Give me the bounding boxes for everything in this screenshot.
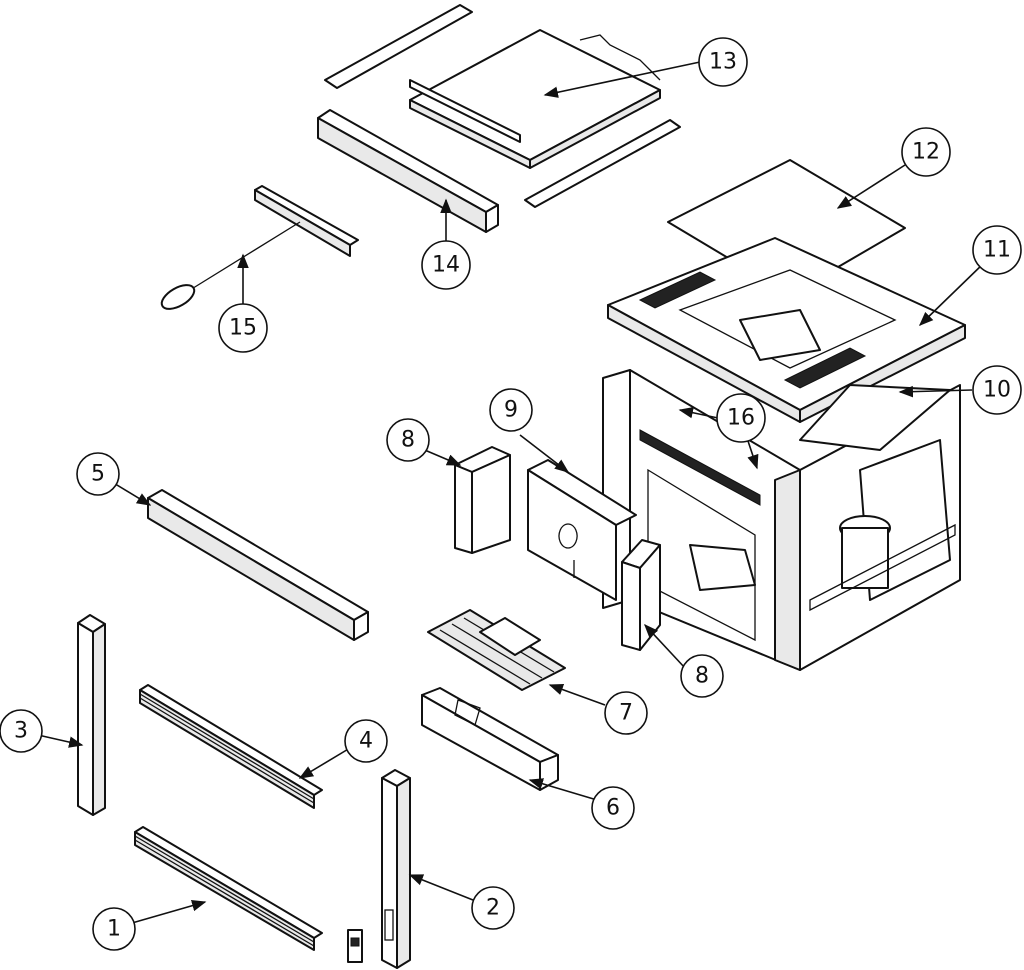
- leader-lines: [37, 61, 986, 926]
- callout-3: 3: [0, 709, 43, 753]
- callout-10: 10: [972, 365, 1022, 415]
- callout-7-label: 7: [619, 701, 633, 726]
- part-9-front-panel: [527, 459, 637, 601]
- part-6-tray: [421, 687, 559, 791]
- callout-16: 16: [716, 393, 766, 443]
- callout-13-label: 13: [709, 50, 737, 75]
- callout-4-label: 4: [359, 729, 373, 754]
- callout-6-label: 6: [606, 796, 620, 821]
- callout-1-label: 1: [107, 917, 121, 942]
- callout-1: 1: [92, 907, 136, 951]
- callout-9-label: 9: [504, 398, 518, 423]
- callout-8-right: 8: [680, 654, 724, 698]
- part-4-grooved-rail: [139, 684, 323, 809]
- callout-2: 2: [471, 886, 515, 930]
- callout-6: 6: [591, 786, 635, 830]
- callout-12-label: 12: [912, 140, 940, 165]
- callout-2-label: 2: [486, 896, 500, 921]
- part-15-handle-tool: [160, 185, 359, 310]
- callout-9: 9: [489, 388, 533, 432]
- callout-11: 11: [972, 225, 1022, 275]
- callout-14: 14: [421, 240, 471, 290]
- main-body-assembly: [602, 369, 961, 671]
- part-8-left-side-block: [454, 446, 511, 554]
- callout-15-label: 15: [229, 316, 257, 341]
- callout-16-label: 16: [727, 406, 755, 431]
- callout-5: 5: [76, 452, 120, 496]
- callout-15: 15: [218, 303, 268, 353]
- callout-14-label: 14: [432, 253, 460, 278]
- part-13-top-cover: [324, 4, 681, 208]
- callout-11-label: 11: [983, 238, 1011, 263]
- callout-8-left: 8: [386, 418, 430, 462]
- part-2-right-post: [381, 769, 411, 969]
- part-5-top-bar: [147, 489, 369, 641]
- part-1-bottom-rail: [134, 826, 323, 951]
- callout-8-left-label: 8: [401, 428, 415, 453]
- callout-12: 12: [901, 127, 951, 177]
- part-7-drip-grate: [427, 609, 566, 691]
- callout-8-right-label: 8: [695, 664, 709, 689]
- callout-4: 4: [344, 719, 388, 763]
- callout-13: 13: [698, 37, 748, 87]
- part-8-right-side-block: [621, 539, 661, 651]
- callout-3-label: 3: [14, 719, 28, 744]
- part-3-left-post: [77, 614, 106, 816]
- small-bracket: [347, 929, 363, 963]
- callout-10-label: 10: [983, 378, 1011, 403]
- callout-5-label: 5: [91, 462, 105, 487]
- callout-7: 7: [604, 691, 648, 735]
